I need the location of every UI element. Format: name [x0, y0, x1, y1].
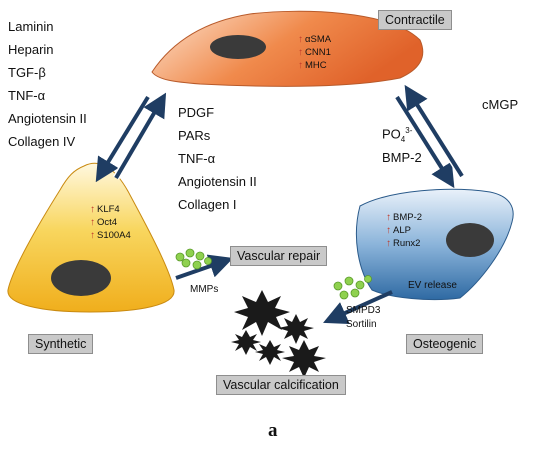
markers-synthetic: ↑KLF4 ↑Oct4 ↑S100A4	[90, 205, 131, 244]
marker-item: ↑S100A4	[90, 230, 131, 241]
factor-middle-item: PDGF	[178, 105, 215, 120]
marker-item: ↑Oct4	[90, 217, 118, 228]
label-vascular-repair: Vascular repair	[230, 246, 328, 266]
synthetic-cell	[7, 162, 175, 313]
factor-left-item: TNF-α	[8, 88, 46, 103]
factor-middle-item: Collagen I	[178, 197, 237, 212]
factor-middle-item: Angiotensin II	[178, 174, 257, 189]
marker-item: ↑CNN1	[298, 47, 331, 58]
factor-left-item: Heparin	[8, 42, 54, 57]
up-arrow-icon: ↑	[386, 212, 391, 223]
marker-item: ↑KLF4	[90, 204, 120, 215]
factor-left-item: Angiotensin II	[8, 111, 87, 126]
arrow-to-calcification	[323, 290, 393, 325]
up-arrow-icon: ↑	[90, 204, 95, 215]
marker-item: ↑ALP	[386, 225, 411, 236]
po4-base: PO	[382, 126, 401, 142]
label-vascular-calcification: Vascular calcification	[216, 375, 346, 395]
up-arrow-icon: ↑	[90, 217, 95, 228]
up-arrow-icon: ↑	[386, 238, 391, 249]
factor-bmp2: BMP-2	[382, 150, 422, 165]
factors-middle-list: PDGF PARs TNF-α Angiotensin II Collagen …	[178, 106, 257, 221]
up-arrow-icon: ↑	[298, 34, 303, 45]
po4-sub: 4	[400, 134, 406, 144]
marker-item: ↑Runx2	[386, 238, 421, 249]
po4-sup: 3-	[405, 126, 413, 135]
calcification-crystals	[231, 290, 326, 378]
panel-label: a	[268, 420, 278, 441]
annotation-sortilin: Sortilin	[346, 319, 377, 330]
annotation-mmps: MMPs	[190, 284, 219, 295]
vesicles-osteogenic	[333, 275, 372, 300]
vesicles-synthetic	[175, 248, 212, 270]
factor-cmgp: cMGP	[482, 97, 519, 112]
factor-po4: PO43-	[382, 126, 412, 144]
factor-left-item: Laminin	[8, 19, 54, 34]
arrow-to-repair	[175, 254, 234, 280]
synthetic-nucleus	[51, 260, 111, 296]
factor-middle-item: TNF-α	[178, 151, 216, 166]
factor-middle-item: PARs	[178, 128, 211, 143]
label-synthetic: Synthetic	[28, 334, 94, 354]
contractile-nucleus	[210, 35, 266, 59]
marker-item: ↑BMP-2	[386, 212, 423, 223]
annotation-smpd3: SMPD3	[346, 305, 381, 316]
factors-left-list: Laminin Heparin TGF-β TNF-α Angiotensin …	[8, 20, 87, 158]
osteogenic-nucleus	[446, 223, 494, 257]
factor-left-item: Collagen IV	[8, 134, 76, 149]
label-osteogenic: Osteogenic	[406, 334, 484, 354]
up-arrow-icon: ↑	[298, 47, 303, 58]
up-arrow-icon: ↑	[90, 230, 95, 241]
up-arrow-icon: ↑	[298, 60, 303, 71]
markers-osteogenic: ↑BMP-2 ↑ALP ↑Runx2	[386, 213, 422, 252]
contractile-cell	[151, 10, 424, 87]
up-arrow-icon: ↑	[386, 225, 391, 236]
label-contractile: Contractile	[378, 10, 452, 30]
annotation-ev-release: EV release	[408, 280, 457, 291]
factor-left-item: TGF-β	[8, 65, 46, 80]
marker-item: ↑MHC	[298, 60, 327, 71]
marker-item: ↑αSMA	[298, 34, 332, 45]
markers-contractile: ↑αSMA ↑CNN1 ↑MHC	[298, 35, 331, 74]
osteogenic-cell	[355, 188, 514, 301]
